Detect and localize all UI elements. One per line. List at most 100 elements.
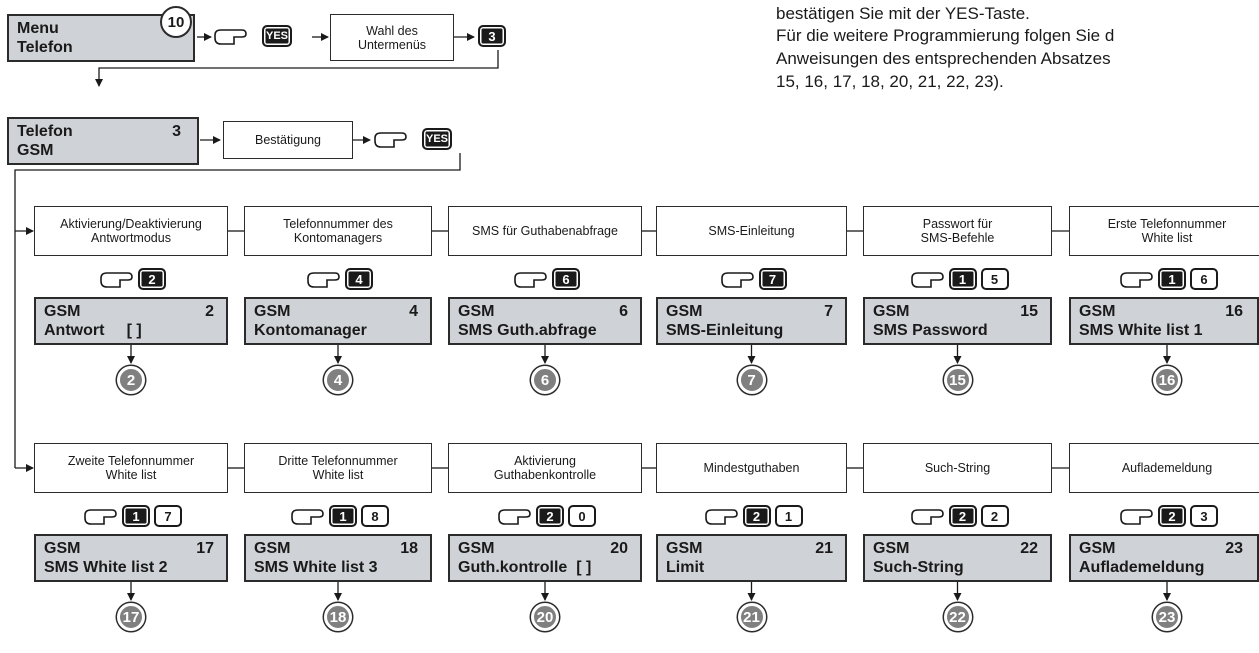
digit-key: 3	[1190, 505, 1218, 527]
digit-key: 1	[1158, 268, 1186, 290]
digit-key-3: 3	[478, 25, 506, 47]
instruction-line-1: bestätigen Sie mit der YES-Taste.	[776, 4, 1030, 23]
display-text: SMS Guth.abfrage	[458, 322, 597, 339]
display-number: 21	[815, 540, 833, 557]
display-text: Guth.kontrolle [ ]	[458, 559, 592, 576]
display-text: Antwort [ ]	[44, 322, 142, 339]
description-line: Aktivierung/Deaktivierung	[60, 217, 202, 231]
confirm-box: Bestätigung	[223, 121, 353, 159]
pointing-hand-icon	[214, 29, 247, 45]
description-line: White list	[312, 468, 364, 482]
digit-key: 2	[1158, 505, 1186, 527]
key-sequence: 4	[307, 268, 377, 292]
description-line: SMS für Guthabenabfrage	[472, 224, 618, 238]
display-number: 18	[400, 540, 418, 557]
yes-key-press-2: YES	[374, 128, 474, 152]
pointing-hand-icon	[84, 509, 117, 525]
choose-submenu-line-1: Wahl des	[366, 23, 418, 38]
display-number: 3	[172, 123, 181, 140]
display-title: GSM	[873, 540, 910, 557]
instruction-line-4: 15, 16, 17, 18, 20, 21, 22, 23).	[776, 72, 1004, 91]
description-line: SMS-Befehle	[920, 231, 995, 245]
display-text: Such-String	[873, 559, 964, 576]
digit-key: 8	[361, 505, 389, 527]
step-number-badge: 22	[943, 603, 972, 631]
yes-key-press: YES	[214, 25, 314, 49]
display-number: 16	[1225, 303, 1243, 320]
confirm-label: Bestätigung	[254, 133, 322, 147]
step-number-badge: 18	[324, 603, 352, 631]
choose-submenu-line-2: Untermenüs	[357, 37, 427, 52]
pointing-hand-icon	[1120, 272, 1153, 288]
submenu-description-box: SMS-Einleitung	[656, 206, 847, 256]
yes-key: YES	[262, 25, 292, 47]
display-title: GSM	[44, 303, 81, 320]
display-title: GSM	[1079, 540, 1116, 557]
description-line: Mindestguthaben	[703, 461, 800, 475]
pointing-hand-icon	[498, 509, 531, 525]
display-number: 4	[409, 303, 418, 320]
submenu-description-box: Such-String	[863, 443, 1052, 493]
key-sequence: 7	[720, 268, 791, 292]
display-title: GSM	[666, 540, 703, 557]
step-number-badge: 4	[324, 366, 352, 394]
instruction-line-3: Anweisungen des entsprechenden Absatzes	[776, 49, 1111, 68]
display-line-2: GSM	[17, 142, 54, 159]
digit-key: 2	[948, 505, 977, 527]
description-line: Kontomanagers	[293, 231, 383, 245]
pointing-hand-icon	[1120, 509, 1153, 525]
description-line: Aktivierung	[514, 454, 576, 468]
digit-key: 1	[122, 505, 150, 527]
display-number: 6	[619, 303, 628, 320]
description-line: Auflademeldung	[1121, 461, 1213, 475]
display-title: GSM	[254, 303, 291, 320]
display-title: GSM	[666, 303, 703, 320]
display-text: SMS-Einleitung	[666, 322, 784, 339]
step-number-badge: 21	[737, 603, 766, 631]
display-number: 17	[196, 540, 214, 557]
description-line: Antwortmodus	[91, 231, 171, 245]
display-number: 22	[1020, 540, 1038, 557]
display-text: Kontomanager	[254, 322, 367, 339]
key-sequence: 6	[514, 268, 584, 292]
display-number: 7	[824, 303, 833, 320]
display-title: GSM	[1079, 303, 1116, 320]
pointing-hand-icon	[910, 509, 944, 525]
description-line: White list	[1141, 231, 1193, 245]
digit-key: 6	[1190, 268, 1218, 290]
digit-key: 0	[568, 505, 596, 527]
step-number-badge: 23	[1153, 603, 1181, 631]
description-line: SMS-Einleitung	[708, 224, 795, 238]
pointing-hand-icon	[910, 272, 944, 288]
display-text: Auflademeldung	[1079, 559, 1205, 576]
display-number: 2	[205, 303, 214, 320]
pointing-hand-icon	[704, 509, 738, 525]
pointing-hand-icon	[720, 272, 754, 288]
pointing-hand-icon	[100, 272, 133, 288]
display-title: GSM	[458, 540, 495, 557]
display-text: SMS White list 1	[1079, 322, 1203, 339]
description-line: Dritte Telefonnummer	[278, 454, 398, 468]
digit-key: 1	[774, 505, 803, 527]
digit-key: 1	[948, 268, 977, 290]
description-line: Guthabenkontrolle	[493, 468, 597, 482]
display-title: GSM	[873, 303, 910, 320]
description-line: White list	[105, 468, 157, 482]
key-3-press: 3	[478, 25, 518, 49]
